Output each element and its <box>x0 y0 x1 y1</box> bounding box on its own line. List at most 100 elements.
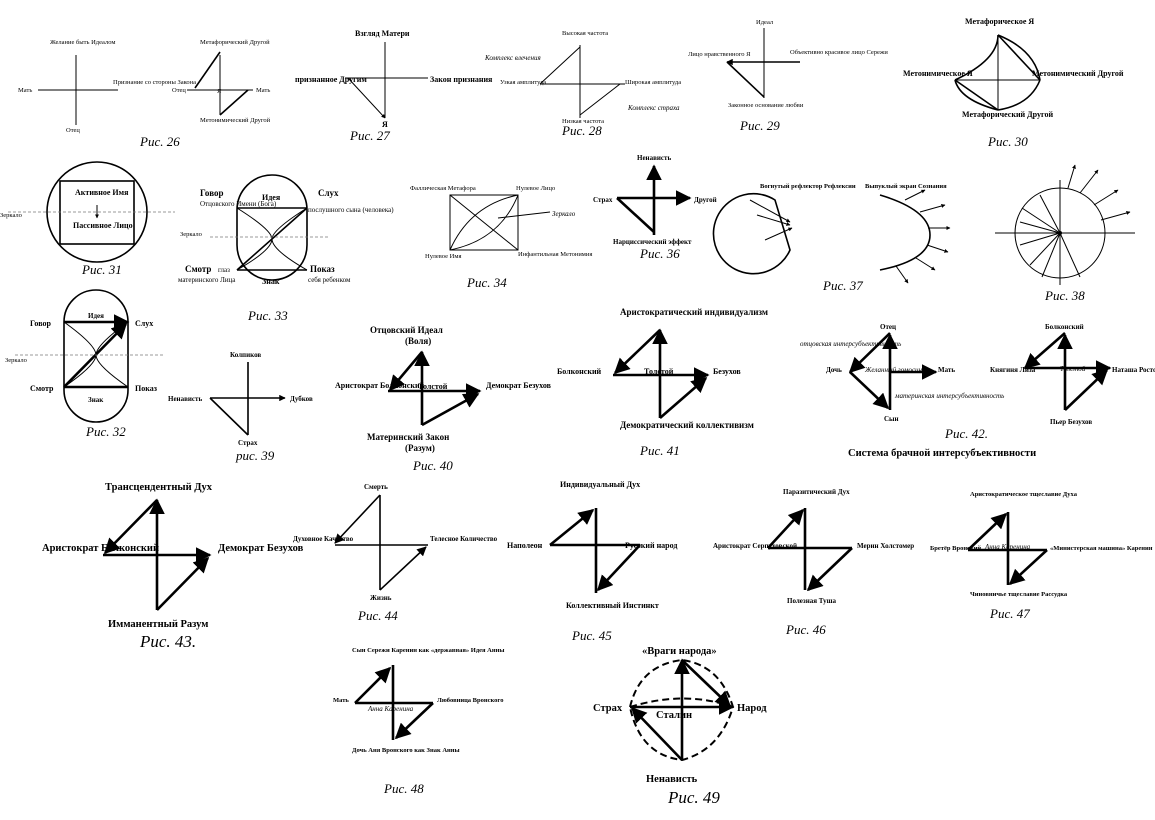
f40-top: Отцовский Идеал <box>370 325 443 335</box>
f45-top: Индивидуальный Дух <box>560 480 640 489</box>
f39-caption: рис. 39 <box>235 448 275 463</box>
f28-caption: Рис. 28 <box>561 123 602 138</box>
f40-top2: (Воля) <box>405 336 431 346</box>
f42-title: Система брачной интерсубъективности <box>848 448 1036 459</box>
f33-left-top: Говор <box>200 188 224 198</box>
f33-left-bottom: Смотр <box>185 264 211 274</box>
f32-left-bottom: Смотр <box>30 384 54 393</box>
f26b-right: Мать <box>256 87 270 94</box>
f48-right: Любовница Вронского <box>437 697 503 704</box>
f26-bottom: Отец <box>66 127 80 134</box>
f45-left: Наполеон <box>507 541 543 550</box>
f49-bottom: Ненависть <box>646 774 698 785</box>
f48-top: Сын Сережи Каренин как «державная» Идея … <box>352 647 504 654</box>
f42-n3: материнская интерсубъективность <box>894 392 1004 400</box>
f36-top: Ненависть <box>637 154 671 162</box>
f46-caption: Рис. 46 <box>785 622 826 637</box>
f44-bottom: Жизнь <box>370 594 392 602</box>
f40-caption: Рис. 40 <box>412 458 453 473</box>
f26b-center: Я <box>217 88 222 95</box>
f29-caption: Рис. 29 <box>739 118 780 133</box>
figure-42: Отец Дочь Мать Сын отцовская интерсубъек… <box>800 323 1155 459</box>
figure-30: Метафорическое Я Метонимическое Я Метони… <box>903 17 1124 149</box>
f28-note-top: Комплекс влечения <box>484 54 541 62</box>
f33-caption: Рис. 33 <box>247 308 288 323</box>
f32-right-top: Слух <box>135 319 153 328</box>
f43-bottom: Имманентный Разум <box>108 619 208 630</box>
f44-left: Духовное Качество <box>293 535 354 543</box>
f48-center: Анна Каренина <box>367 705 414 713</box>
f41-caption: Рис. 41 <box>639 443 680 458</box>
f41-top: Аристократический индивидуализм <box>620 307 768 317</box>
f28-bottom: Низкая частота <box>562 118 604 125</box>
f47-bottom: Чиновничье тщеславие Рассудка <box>970 591 1068 598</box>
f45-right: Русский народ <box>625 541 677 550</box>
f36-left: Страх <box>593 196 613 204</box>
f33-right-top-sub: послушного сына (человека) <box>308 206 394 214</box>
f42-center2: Толстой <box>1060 365 1086 373</box>
f32-right-bottom: Показ <box>135 384 158 393</box>
f40-left: Аристократ Болконский <box>335 381 425 390</box>
figure-26b: Метафорический Другой Отец Я Мать Метони… <box>172 39 271 124</box>
f49-caption: Рис. 49 <box>667 788 720 807</box>
f37-label2: Выпуклый экран Сознания <box>865 183 947 190</box>
figure-46: Паразитический Дух Аристократ Серпуховск… <box>713 488 914 637</box>
f39-left: Ненависть <box>168 395 202 403</box>
f43-right: Демократ Безухов <box>218 543 304 554</box>
f26b-bottom: Метонимический Другой <box>200 117 271 124</box>
figure-34: Фаллическая Метафора Нулевое Лицо Нулево… <box>410 185 592 290</box>
f41-right: Безухов <box>713 367 741 376</box>
f42-right2: Наташа Ростова <box>1112 366 1155 374</box>
figure-39: Колпиков Ненависть Дубков Страх рис. 39 <box>168 351 313 463</box>
f37-label1: Вогнутый рефлектор Рефлексии <box>760 183 856 190</box>
f30-bottom: Метафорический Другой <box>962 110 1053 119</box>
f46-right: Мерин Холстомер <box>857 542 914 550</box>
f28-left: Узкая амплитуда <box>500 79 546 86</box>
f48-bottom: Дочь Аня Вронского как Знак Анны <box>352 747 460 754</box>
f45-caption: Рис. 45 <box>571 628 612 643</box>
f41-bottom: Демократический коллективизм <box>620 420 754 430</box>
f34-mirror: Зеркало <box>552 210 576 218</box>
f34-tr: Нулевое Лицо <box>516 185 555 192</box>
f30-left: Метонимическое Я <box>903 69 973 78</box>
f31-top: Активное Имя <box>75 188 129 197</box>
figure-28: Высокая частота Узкая амплитуда Широкая … <box>484 30 681 138</box>
f30-right: Метонимический Другой <box>1032 69 1124 78</box>
f39-bottom: Страх <box>238 439 258 447</box>
f36-caption: Рис. 36 <box>639 246 680 261</box>
f32-top: Идея <box>88 312 104 320</box>
f42-top2: Болконский <box>1045 323 1084 331</box>
f44-top: Смерть <box>364 483 388 491</box>
f42-caption: Рис. 42. <box>944 426 988 441</box>
f26-left: Мать <box>18 87 32 94</box>
f37-caption: Рис. 37 <box>822 278 863 293</box>
f42-bottom2: Пьер Безухов <box>1050 418 1092 426</box>
f34-br: Инфантильная Метонимия <box>518 251 592 258</box>
f44-caption: Рис. 44 <box>357 608 398 623</box>
f26-caption: Рис. 26 <box>139 134 180 149</box>
f47-caption: Рис. 47 <box>989 606 1030 621</box>
f46-left: Аристократ Серпуховской <box>713 542 797 550</box>
f28-top: Высокая частота <box>562 30 608 37</box>
figure-45: Индивидуальный Дух Наполеон Русский наро… <box>507 480 677 643</box>
f41-center: Толстой <box>644 367 674 376</box>
f40-right: Демократ Безухов <box>486 381 552 390</box>
f36-bottom: Нарциссический эффект <box>613 238 692 246</box>
f33-top: Идея <box>262 193 281 202</box>
f42-left: Дочь <box>826 366 842 374</box>
f31-caption: Рис. 31 <box>81 262 122 277</box>
figure-38: Рис. 38 <box>995 164 1135 303</box>
f33-bottom: Знак <box>262 277 280 286</box>
f38-caption: Рис. 38 <box>1044 288 1085 303</box>
f48-caption: Рис. 48 <box>383 781 424 796</box>
figure-49: «Враги народа» Страх Сталин Народ Ненави… <box>593 646 767 807</box>
f42-n2: Желанный гомосинс <box>864 366 926 374</box>
f29-right: Объективно красивое лицо Сережи <box>790 49 888 56</box>
f33-mirror: Зеркало <box>180 231 202 238</box>
f33-left-bottom-sub2: материнского Лица <box>178 276 236 284</box>
f27-right: Закон признания <box>430 75 493 84</box>
f43-left: Аристократ Болконский <box>42 543 159 554</box>
figure-48: Сын Сережи Каренин как «державная» Идея … <box>333 647 504 796</box>
f32-mirror: Зеркало <box>5 357 27 364</box>
f26b-left: Отец <box>172 87 186 94</box>
